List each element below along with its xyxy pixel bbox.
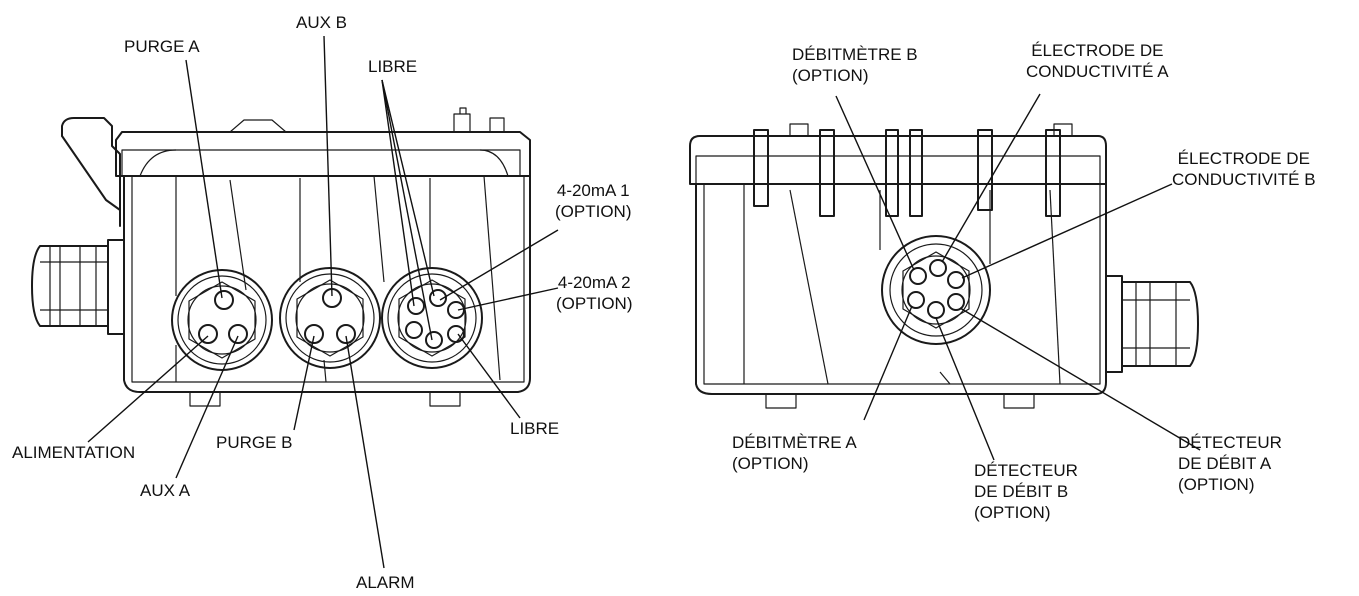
label-purge-b: PURGE B bbox=[216, 433, 293, 452]
label-alarm: ALARM bbox=[356, 573, 415, 592]
label-alimentation: ALIMENTATION bbox=[12, 443, 136, 462]
label-libre-bottom: LIBRE bbox=[510, 419, 560, 438]
label-purge-a: PURGE A bbox=[124, 37, 200, 56]
label-detecteur-b: DÉTECTEUR DE DÉBIT B (OPTION) bbox=[974, 461, 1078, 522]
left-leader-lines bbox=[87, 35, 559, 569]
label-electrode-a: ÉLECTRODE DE CONDUCTIVITÉ A bbox=[1026, 41, 1169, 81]
right-enclosure bbox=[689, 123, 1199, 409]
label-4-20ma-2: 4-20mA 2 (OPTION) bbox=[556, 273, 633, 313]
label-detecteur-a: DÉTECTEUR DE DÉBIT A (OPTION) bbox=[1178, 433, 1282, 494]
right-leader-lines bbox=[835, 93, 1201, 461]
label-aux-a: AUX A bbox=[140, 481, 191, 500]
label-electrode-b: ÉLECTRODE DE CONDUCTIVITÉ B bbox=[1172, 149, 1316, 189]
left-enclosure bbox=[31, 107, 531, 407]
label-debitmetre-a: DÉBITMÈTRE A (OPTION) bbox=[732, 433, 857, 473]
label-aux-b: AUX B bbox=[296, 13, 348, 32]
label-4-20ma-1: 4-20mA 1 (OPTION) bbox=[555, 181, 632, 221]
label-libre-top: LIBRE bbox=[368, 57, 418, 76]
label-debitmetre-b: DÉBITMÈTRE B (OPTION) bbox=[792, 45, 918, 85]
